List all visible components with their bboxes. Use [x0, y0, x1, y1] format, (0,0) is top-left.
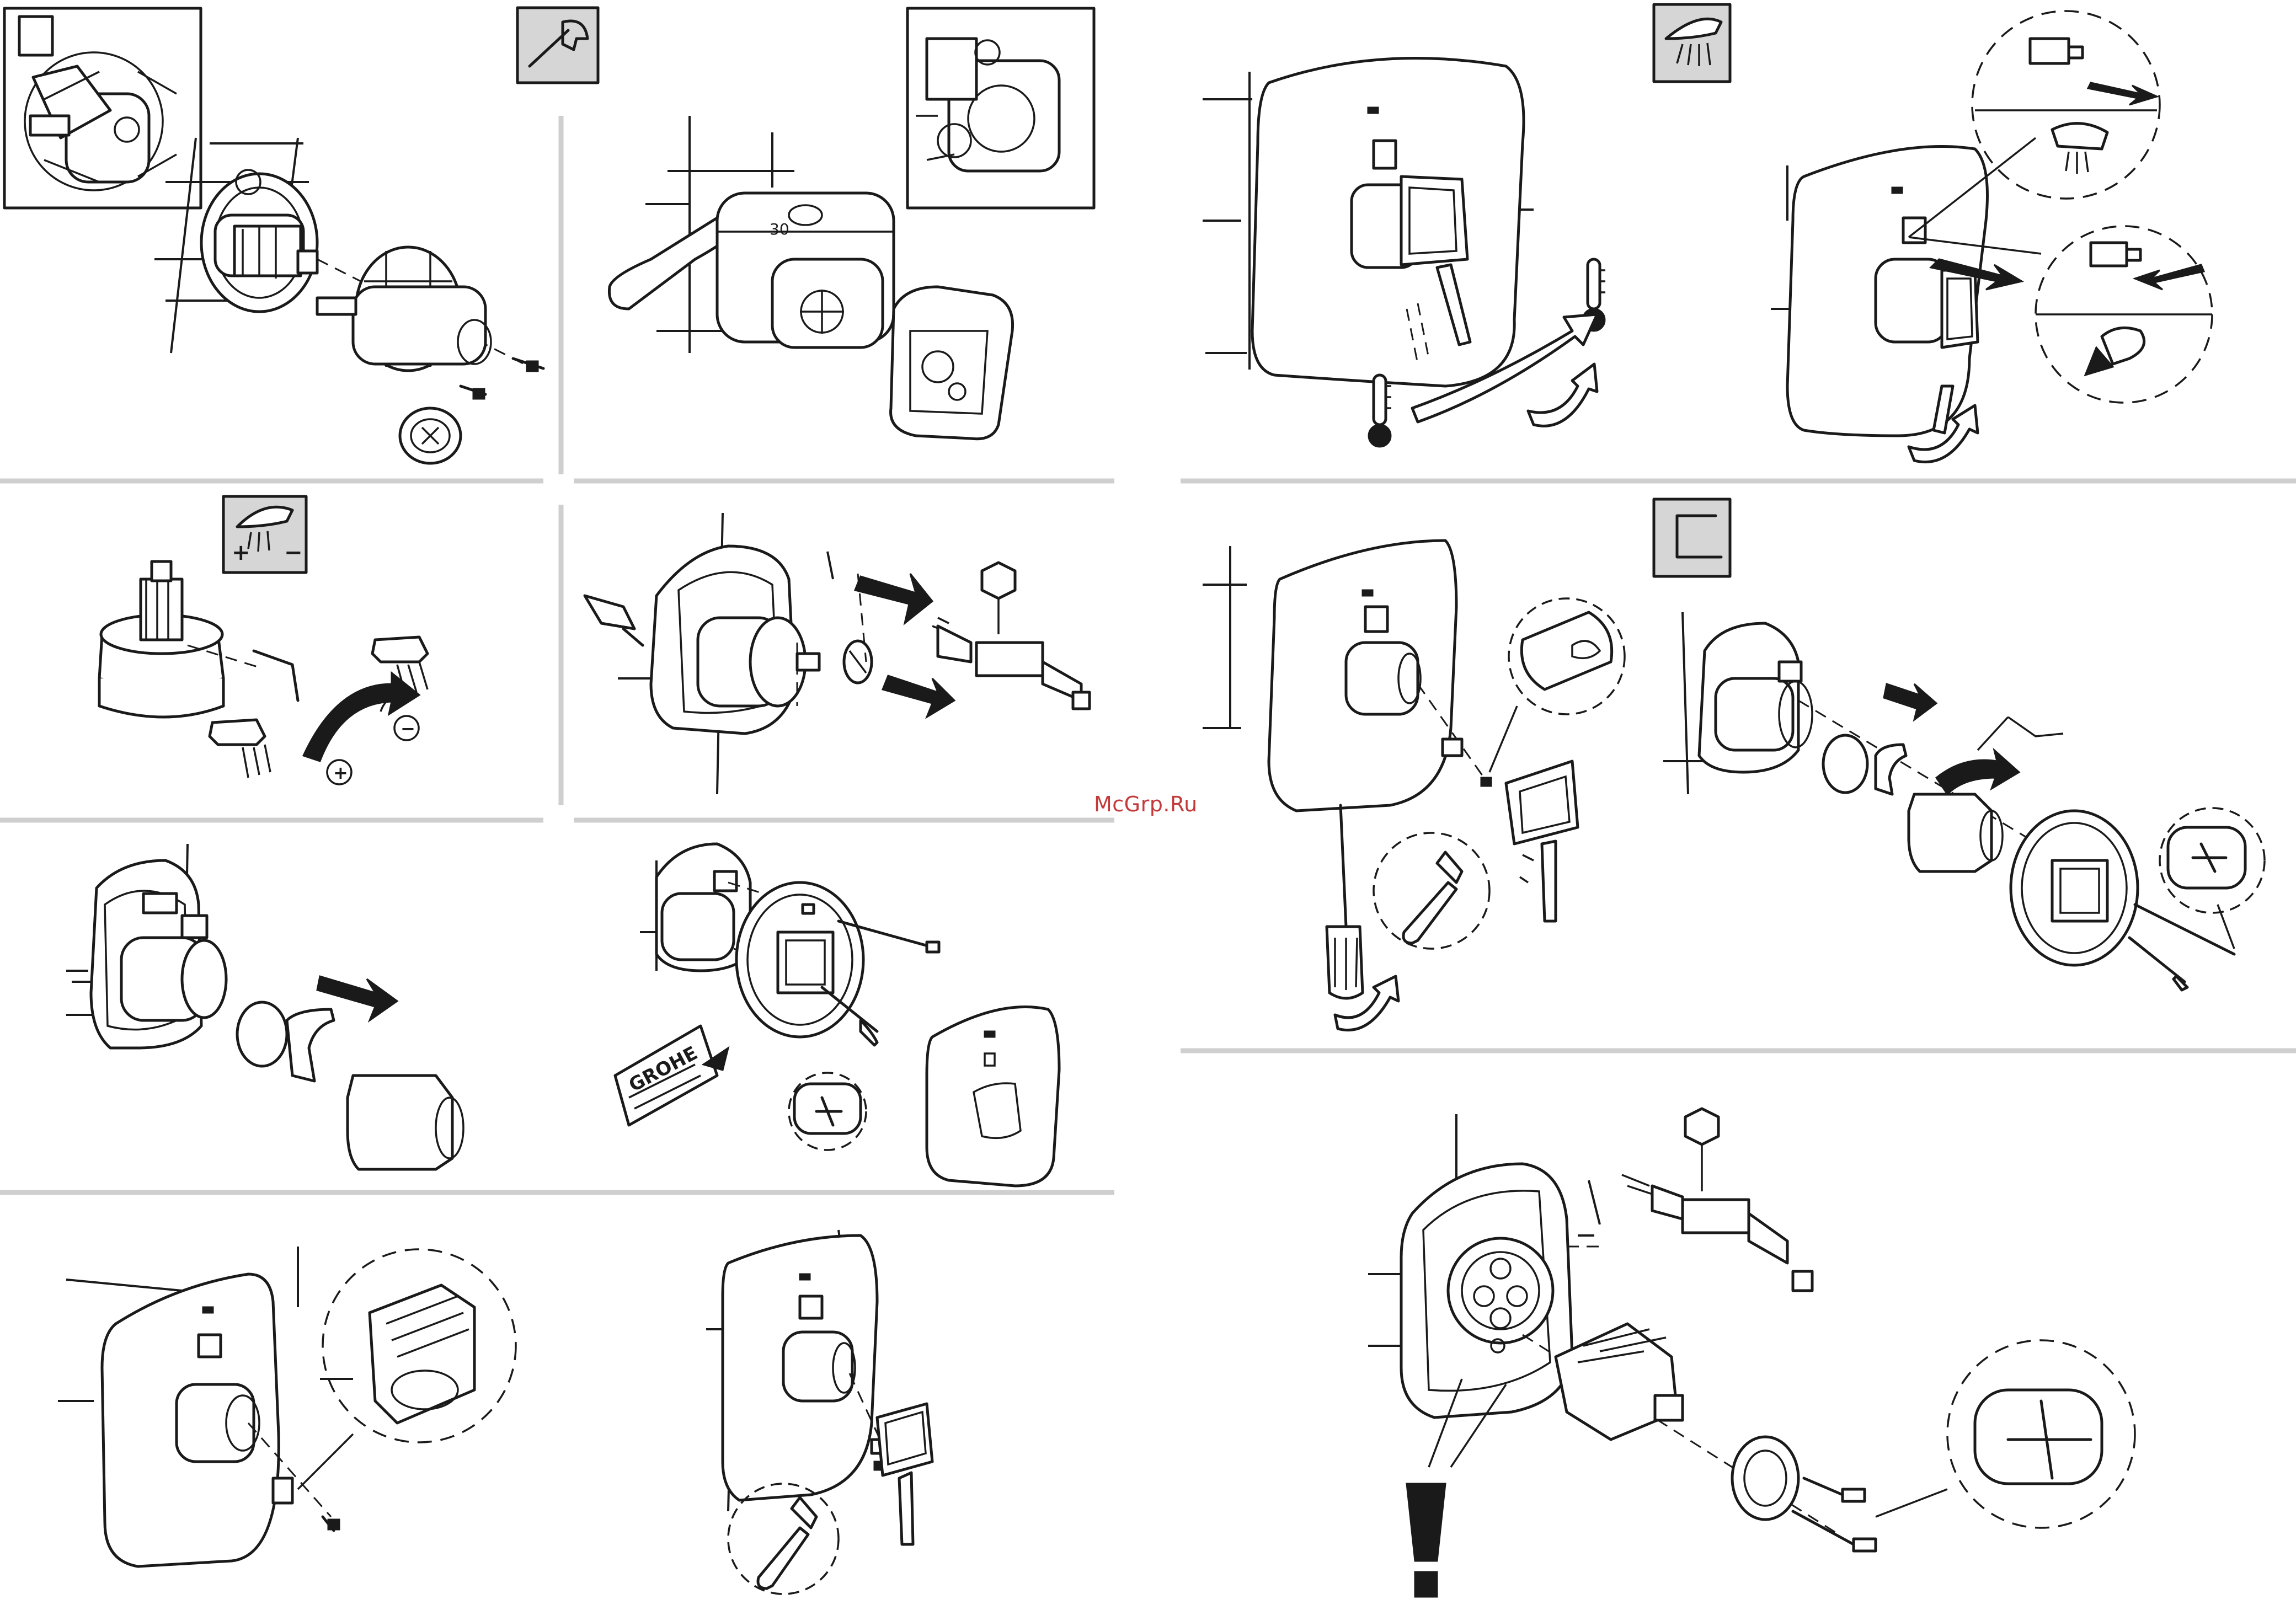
panel-diverter-handle-final: [706, 1230, 932, 1594]
panel-rough-in-body: [4, 8, 543, 463]
inset-rough-in-detail: [4, 8, 201, 208]
panel-thermostat-body: 30: [517, 8, 1094, 439]
hex-key-icon-box: [1654, 499, 1730, 576]
hex-size-icon: [1685, 1109, 1718, 1191]
shower-icon-box: [1654, 4, 1730, 82]
exclamation-warning-icon: [1407, 1484, 1445, 1597]
panel-temperature-limit: + − + −: [99, 496, 428, 784]
sleeve-detail: [323, 1249, 516, 1442]
svg-text:30: 30: [770, 220, 789, 238]
svg-text:−: −: [401, 718, 415, 739]
plug-detail: [400, 408, 461, 463]
svg-text:−: −: [284, 540, 303, 565]
screwdriver: [1327, 805, 1363, 998]
plaster-guard: [317, 247, 491, 371]
handle-detail: [1509, 598, 1625, 714]
watermark-text: McGrp.Ru: [1094, 792, 1198, 816]
setscrew-detail: [1374, 833, 1489, 949]
svg-text:+: +: [333, 762, 348, 783]
setscrew-detail: [728, 1484, 839, 1594]
diverter-detail-top: [1972, 11, 2160, 199]
thermostat-cartridge: [1556, 1324, 1683, 1440]
mounting-plate: [891, 287, 1013, 439]
panel-diverter: [1771, 11, 2212, 462]
escutcheon-rosette: [736, 882, 863, 1037]
panel-escutcheon-plate: GROHE: [615, 844, 1059, 1186]
thermostat-adjust-icon-box: + −: [223, 496, 306, 573]
inset-body-box: [907, 8, 1094, 208]
cartridge-ring: [1732, 1437, 1798, 1520]
panel-diverter-handle-install: [1203, 499, 1730, 1030]
diverter-detail-bottom: [2036, 226, 2212, 403]
screw-detail: [789, 1073, 866, 1150]
wrench-icon-box: [517, 8, 598, 83]
panel-spindle-extension: [585, 513, 1090, 794]
screw-detail: [2160, 808, 2265, 913]
brand-card: GROHE: [615, 1026, 728, 1125]
panel-handle-set-screw: [58, 1247, 516, 1566]
panel-removal-sequence: [1663, 612, 2265, 990]
svg-text:+: +: [232, 540, 250, 565]
hex-size-icon: [982, 563, 1015, 634]
panel-full-exploded-assembly: [1368, 1109, 2135, 1597]
panel-sleeve-assembly: [66, 844, 463, 1169]
cold-thermometer-icon: [1369, 375, 1391, 447]
escutcheon-rosette: [2011, 811, 2138, 965]
spindle-extension: [1622, 1175, 1812, 1291]
panel-temperature-handle: [1203, 4, 1730, 447]
cover-plate: [927, 1007, 1059, 1186]
screw-detail: [1947, 1340, 2135, 1528]
wall-tiles: [1203, 546, 1247, 728]
